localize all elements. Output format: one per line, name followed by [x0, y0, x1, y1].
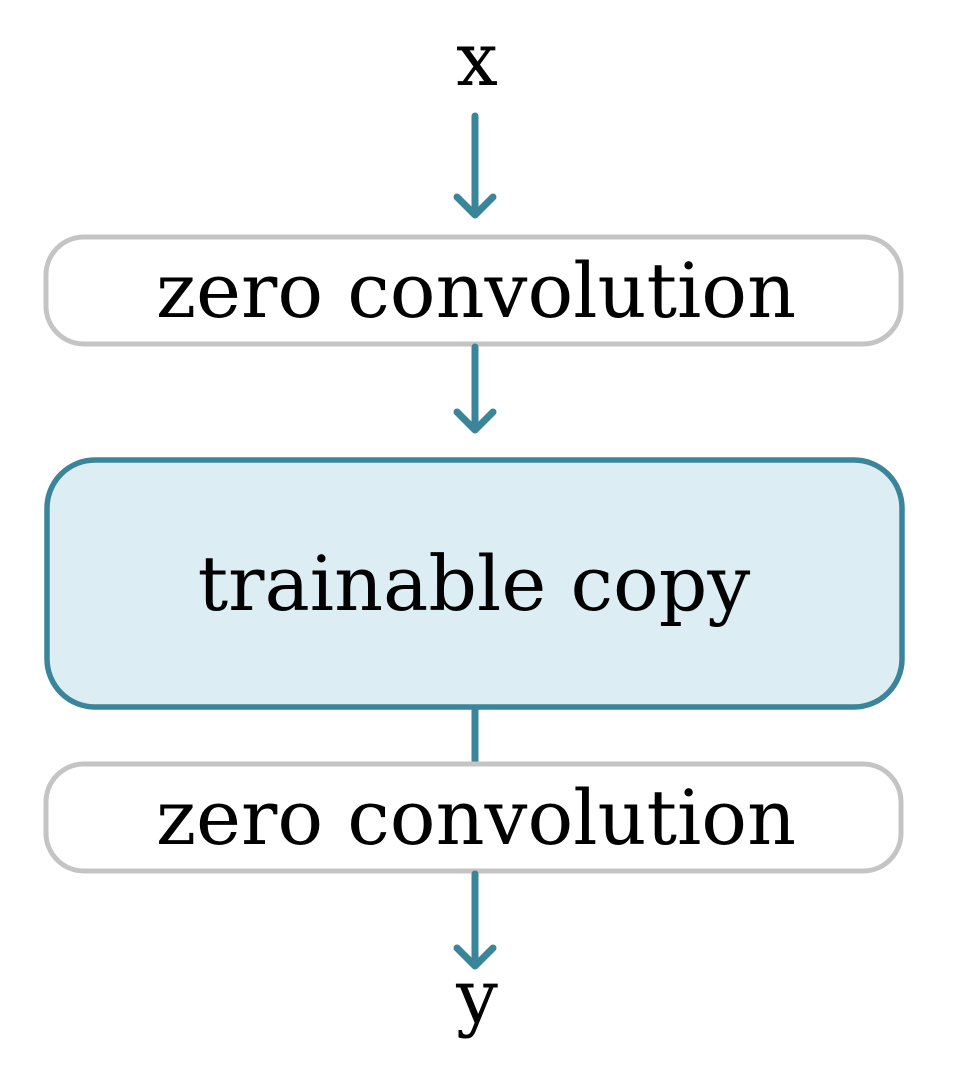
- trainable-copy-label: trainable copy: [198, 539, 751, 628]
- zero-convolution-top-label: zero convolution: [156, 246, 796, 335]
- zero-convolution-bottom-label: zero convolution: [156, 773, 796, 862]
- output-label-y: y: [455, 954, 498, 1040]
- input-label-x: x: [456, 17, 498, 103]
- trainable-copy-block: trainable copy: [44, 457, 905, 710]
- zero-convolution-top-block: zero convolution: [43, 234, 904, 347]
- arrow-zero-conv-bottom-to-output: [453, 870, 497, 970]
- zero-convolution-bottom-block: zero convolution: [43, 761, 904, 874]
- arrow-input-to-zero-conv-top: [453, 112, 497, 219]
- arrow-zero-conv-to-trainable-copy: [453, 343, 497, 434]
